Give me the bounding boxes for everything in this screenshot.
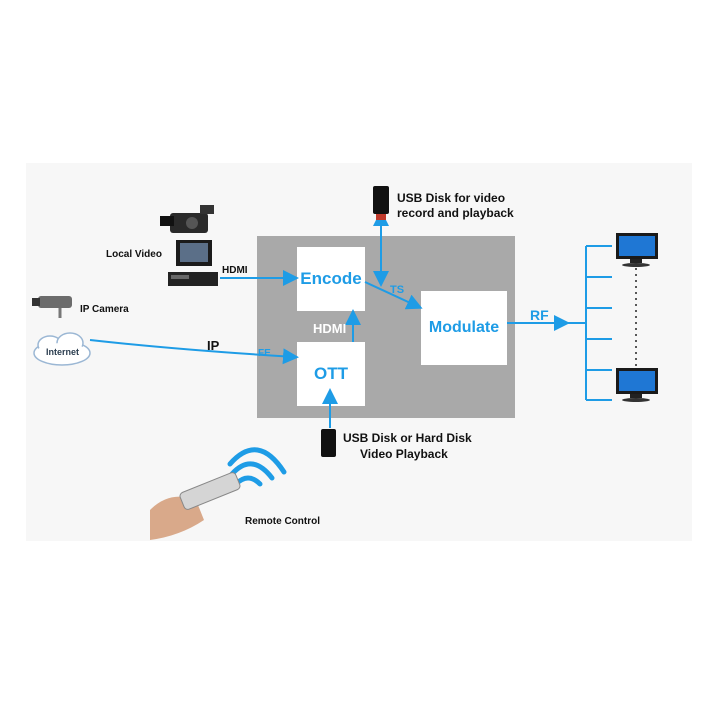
rf-label: RF xyxy=(530,307,549,323)
monitor-icon xyxy=(616,233,658,267)
cloud-icon xyxy=(33,332,91,366)
modulate-block: Modulate xyxy=(421,291,507,365)
ts-arrow xyxy=(364,281,423,310)
ip-label: IP xyxy=(207,338,220,353)
dvd-player-icon xyxy=(168,240,218,286)
usb-bottom-label-line1: USB Disk or Hard Disk xyxy=(343,431,472,445)
hdmi-inner-label: HDMI xyxy=(313,321,347,336)
remote-control-icon xyxy=(150,472,241,540)
ip-camera-label: IP Camera xyxy=(80,304,129,315)
internet-label: Internet xyxy=(46,347,80,357)
remote-control-label: Remote Control xyxy=(245,516,320,527)
usb-drive-icon xyxy=(373,186,389,220)
wireless-signal-icon xyxy=(227,447,287,487)
fe-label: FE xyxy=(258,348,271,359)
monitor-icon xyxy=(616,368,658,402)
ip-camera-icon xyxy=(32,296,72,318)
ts-label: TS xyxy=(390,284,405,296)
usb-top-label-line1: USB Disk for video xyxy=(397,191,506,205)
usb-bottom-label-line2: Video Playback xyxy=(360,447,448,461)
usb-top-label-line2: record and playback xyxy=(397,206,514,220)
encode-block: Encode xyxy=(297,247,365,311)
hdmi-in-label: HDMI xyxy=(222,265,248,276)
usb-drive-icon xyxy=(321,429,336,457)
ip-arrow xyxy=(89,339,299,365)
camcorder-icon xyxy=(160,205,214,233)
local-video-label: Local Video xyxy=(106,249,162,260)
